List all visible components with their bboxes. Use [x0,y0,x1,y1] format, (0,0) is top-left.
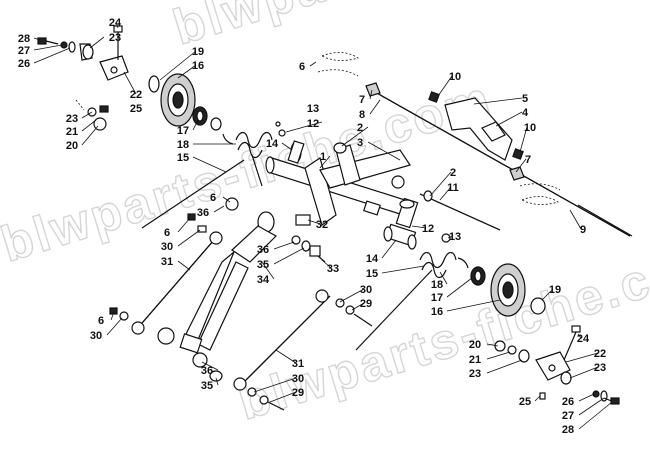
callout-10: 10 [524,122,536,134]
callout-16: 16 [192,60,204,72]
callout-36: 36 [201,365,213,377]
callout-36: 36 [257,244,269,256]
callout-34: 34 [257,274,270,286]
callout-16: 16 [431,306,443,318]
callout-18: 18 [177,139,189,151]
callout-2: 2 [357,122,363,134]
callout-31: 31 [292,358,304,370]
watermark-text: blwparts-fiche.com [167,0,650,56]
callout-6: 6 [98,315,104,327]
part-main-shaft [265,121,451,250]
part-right-wheel-assembly [355,251,620,405]
part-tethers [317,52,561,205]
callout-10: 10 [449,71,461,83]
callout-14: 14 [266,138,279,150]
callout-7: 7 [359,94,365,106]
callout-1: 1 [320,151,326,163]
callout-5: 5 [522,93,528,105]
callout-labels: 2827262423191622252321201718156107854101… [18,17,606,436]
callout-24: 24 [577,333,590,345]
part-links [109,197,373,411]
callout-24: 24 [109,17,122,29]
callout-30: 30 [161,241,173,253]
callout-4: 4 [522,107,529,119]
callout-21: 21 [469,354,481,366]
callout-29: 29 [292,387,304,399]
callout-21: 21 [66,126,78,138]
callout-6: 6 [164,227,170,239]
callout-9: 9 [580,224,586,236]
callout-35: 35 [201,380,213,392]
part-bracket [365,82,525,181]
callout-15: 15 [366,268,378,280]
callout-12: 12 [307,118,319,130]
callout-30: 30 [292,373,304,385]
callout-23: 23 [594,362,606,374]
leader-lines [33,21,613,430]
callout-20: 20 [66,140,78,152]
callout-7: 7 [525,154,531,166]
callout-17: 17 [177,125,189,137]
callout-25: 25 [519,396,531,408]
callout-30: 30 [90,330,102,342]
callout-35: 35 [257,259,269,271]
callout-28: 28 [562,424,574,436]
callout-6: 6 [299,61,305,73]
callout-19: 19 [549,284,561,296]
callout-36: 36 [197,207,209,219]
callout-29: 29 [360,298,372,310]
callout-12: 12 [422,223,434,235]
callout-26: 26 [18,58,30,70]
watermark-text: blwparts-fiche.com [232,228,650,431]
callout-15: 15 [177,152,189,164]
part-rods [374,91,633,237]
callout-11: 11 [447,182,459,194]
callout-27: 27 [562,410,574,422]
callout-3: 3 [357,137,363,149]
callout-28: 28 [18,33,30,45]
callout-13: 13 [449,231,461,243]
callout-2: 2 [450,167,456,179]
callout-27: 27 [18,45,30,57]
callout-33: 33 [327,263,339,275]
callout-23: 23 [469,368,481,380]
callout-22: 22 [594,348,606,360]
callout-18: 18 [431,279,443,291]
callout-8: 8 [359,109,365,121]
callout-13: 13 [307,103,319,115]
callout-20: 20 [469,339,481,351]
callout-25: 25 [130,103,142,115]
callout-19: 19 [192,46,204,58]
callout-22: 22 [130,89,142,101]
callout-32: 32 [316,219,328,231]
callout-23: 23 [66,113,78,125]
callout-23: 23 [109,32,121,44]
callout-31: 31 [161,256,173,268]
callout-26: 26 [562,396,574,408]
callout-17: 17 [431,292,443,304]
part-left-wheel-assembly [37,25,273,229]
callout-6: 6 [210,192,216,204]
callout-14: 14 [366,253,379,265]
callout-30: 30 [360,284,372,296]
